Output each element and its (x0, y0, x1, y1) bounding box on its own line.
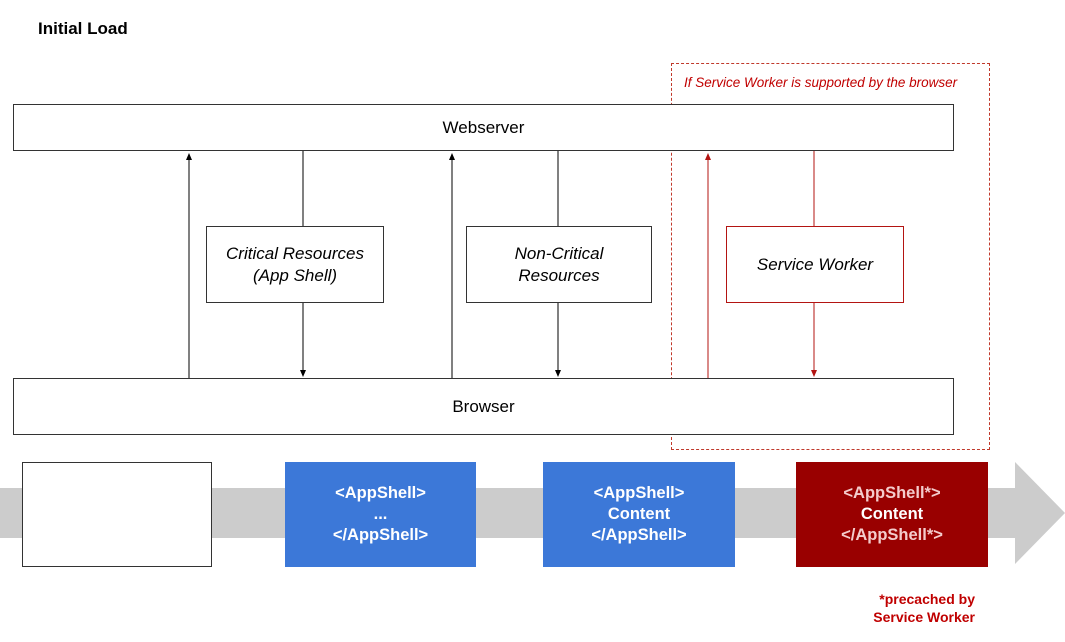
service-worker-label: Service Worker (756, 254, 874, 274)
stage-line: Content (607, 505, 671, 523)
precache-footnote: *precached by Service Worker (840, 590, 975, 626)
browser-box: Browser (13, 378, 954, 435)
stage-line: <AppShell> (593, 484, 685, 502)
browser-label: Browser (452, 396, 515, 416)
noncritical-resources-line2: Resources (518, 265, 600, 285)
timeline-stage-appshell: <AppShell> ... </AppShell> (285, 462, 476, 567)
page-title: Initial Load (38, 19, 128, 38)
critical-resources-box: Critical Resources (App Shell) (206, 226, 384, 303)
critical-resources-line2: (App Shell) (252, 265, 338, 285)
stage-line: </AppShell> (591, 526, 687, 544)
service-worker-region (671, 63, 990, 450)
noncritical-resources-box: Non-Critical Resources (466, 226, 652, 303)
stage-line: </AppShell> (332, 526, 429, 544)
stage-line: <AppShell*> (843, 484, 941, 502)
timeline-arrow (0, 462, 1065, 564)
precache-footnote-line2: Service Worker (873, 609, 975, 625)
stage-line: ... (373, 505, 388, 523)
noncritical-resources-line1: Non-Critical (514, 243, 604, 263)
service-worker-region-note: If Service Worker is supported by the br… (684, 75, 958, 90)
stage-line: Content (860, 505, 924, 523)
service-worker-box: Service Worker (726, 226, 904, 303)
critical-resources-line1: Critical Resources (226, 243, 364, 263)
stage-line: </AppShell*> (841, 526, 943, 544)
stage-line: <AppShell> (335, 484, 426, 502)
webserver-label: Webserver (442, 117, 525, 137)
timeline-stage-precached: <AppShell*> Content </AppShell*> (796, 462, 988, 567)
timeline-stage-empty (22, 462, 212, 567)
webserver-box: Webserver (13, 104, 954, 151)
timeline-stage-appshell-content: <AppShell> Content </AppShell> (543, 462, 735, 567)
precache-footnote-line1: *precached by (879, 591, 975, 607)
